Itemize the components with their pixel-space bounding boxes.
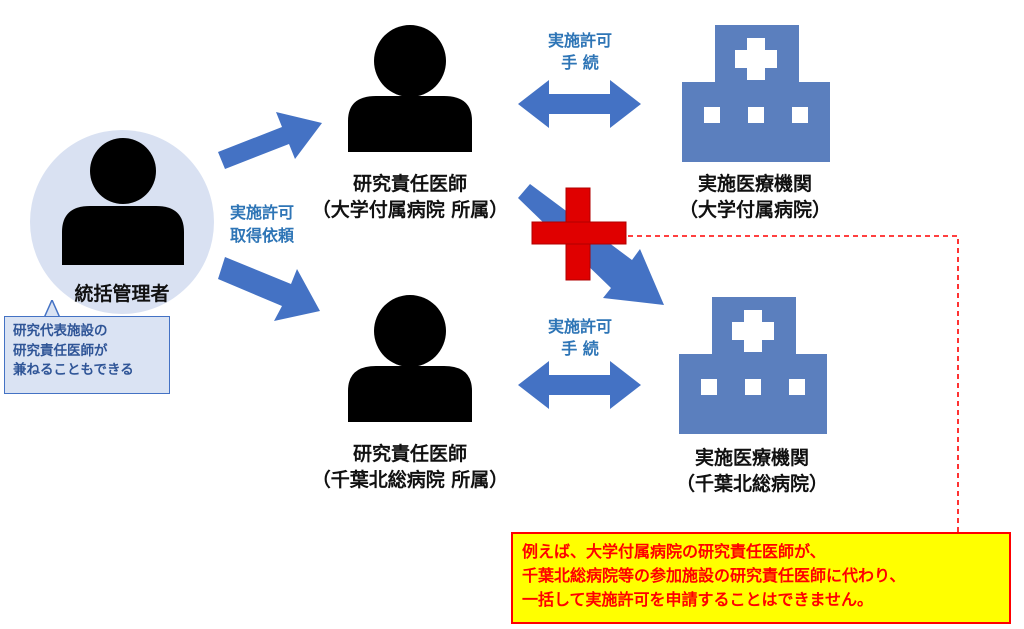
institution-top-hospital: （大学付属病院） — [678, 198, 831, 221]
researcher-bottom-label: 研究責任医師 （千葉北総病院 所属） — [300, 442, 520, 493]
warning-line: 千葉北総病院等の参加施設の研究責任医師に代わり、 — [522, 566, 906, 585]
warning-box: 例えば、大学付属病院の研究責任医師が、 千葉北総病院等の参加施設の研究責任医師に… — [511, 532, 1011, 624]
callout-line: 研究責任医師が — [13, 342, 108, 359]
researcher-bottom-name: 研究責任医師 — [352, 443, 467, 465]
institution-bottom-label: 実施医療機関 （千葉北総病院） — [657, 446, 847, 497]
researcher-bottom-affiliation: （千葉北総病院 所属） — [311, 468, 509, 491]
request-label: 実施許可 取得依頼 — [217, 201, 307, 247]
procedure-bottom-line: 実施許可 — [547, 317, 612, 336]
manager-note-callout: 研究代表施設の 研究責任医師が 兼ねることもできる — [4, 316, 170, 394]
request-label-line: 取得依頼 — [229, 226, 294, 246]
institution-bottom-hospital: （千葉北総病院） — [675, 472, 828, 495]
warning-line: 一括して実施許可を申請することはできません。 — [522, 590, 874, 609]
prohibition-cross-icon — [531, 187, 627, 281]
arrow-manager-to-researcher-top — [218, 112, 322, 169]
manager-person-icon — [62, 138, 184, 265]
double-arrow-bottom — [518, 361, 641, 409]
institution-bottom-name: 実施医療機関 — [694, 447, 809, 469]
manager-label: 統括管理者 — [74, 283, 170, 305]
procedure-top-label: 実施許可 手 続 — [530, 30, 630, 73]
researcher-top-affiliation: （大学付属病院 所属） — [311, 198, 509, 221]
researcher-top-label: 研究責任医師 （大学付属病院 所属） — [300, 172, 520, 223]
procedure-bottom-line: 手 続 — [561, 338, 599, 358]
hospital-top-building-icon — [682, 25, 830, 162]
institution-top-label: 実施医療機関 （大学付属病院） — [660, 172, 850, 223]
request-label-line: 実施許可 — [229, 203, 294, 222]
institution-top-name: 実施医療機関 — [697, 173, 812, 195]
warning-line: 例えば、大学付属病院の研究責任医師が、 — [522, 542, 826, 561]
callout-line: 兼ねることもできる — [13, 362, 134, 379]
procedure-top-line: 手 続 — [561, 52, 599, 72]
dashed-connector-line — [628, 235, 959, 532]
arrow-manager-to-researcher-bottom — [218, 257, 320, 321]
procedure-top-line: 実施許可 — [547, 31, 612, 50]
double-arrow-top — [518, 80, 641, 128]
researcher-top-name: 研究責任医師 — [352, 173, 467, 195]
researcher-top-person-icon — [348, 25, 472, 152]
hospital-bottom-building-icon — [679, 297, 827, 434]
procedure-bottom-label: 実施許可 手 続 — [530, 316, 630, 359]
researcher-bottom-person-icon — [348, 295, 472, 422]
callout-line: 研究代表施設の — [13, 323, 108, 339]
